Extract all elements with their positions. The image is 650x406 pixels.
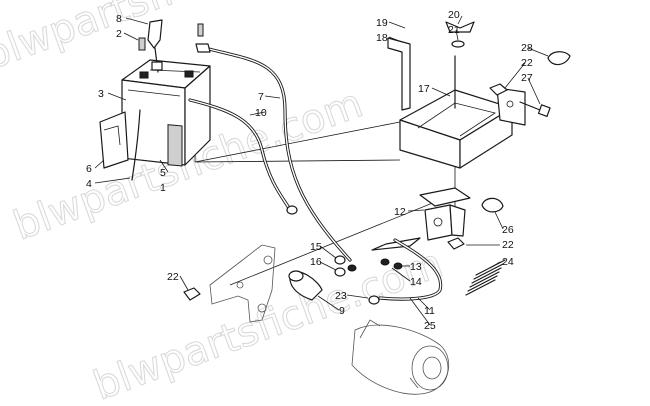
callout-16: 16: [310, 256, 322, 268]
callout-10: 10: [255, 107, 267, 119]
starter-bracket: [209, 244, 276, 323]
callout-11: 11: [424, 305, 435, 317]
callout-24: 24: [502, 256, 514, 268]
callout-26: 26: [502, 224, 514, 236]
callout-5: 5: [160, 167, 166, 179]
battery: [121, 59, 211, 167]
vent-tube: [131, 109, 141, 181]
nut-22-lower: [183, 287, 201, 301]
callout-20: 20: [448, 9, 460, 21]
watermark: blwpartsfiche.com blwpartsfiche.com blwp…: [0, 0, 449, 406]
terminal-screw: [197, 23, 204, 37]
callout-9: 9: [339, 305, 345, 317]
callout-15: 15: [310, 241, 322, 253]
callout-27: 27: [521, 72, 533, 84]
nut-22-mid: [447, 237, 465, 250]
callout-19: 19: [376, 17, 388, 29]
bolt-27: [519, 101, 551, 118]
nut-22-top: [489, 83, 508, 96]
callout-22-top: 22: [521, 57, 533, 69]
battery-bracket: [99, 111, 129, 169]
terminal-boot: [288, 270, 323, 301]
callout-21: 21: [448, 24, 460, 36]
wing-nut: [445, 21, 475, 109]
callout-2: 2: [116, 28, 122, 40]
callout-7: 7: [258, 91, 264, 103]
starter-cable: [378, 238, 443, 301]
battery-tray: [399, 87, 526, 169]
callout-23: 23: [335, 290, 347, 302]
screw-2: [138, 37, 146, 51]
leader-lines: [94, 15, 549, 326]
callout-28: 28: [521, 42, 533, 54]
terminal-hardware: [334, 237, 421, 277]
negative-cable: [188, 98, 298, 215]
callout-22-mid: 22: [502, 239, 514, 251]
positive-cable: [195, 43, 352, 262]
callout-labels: 8 2 3 6 4 5 1 7 10 19 20 18 21 28 22 27 …: [86, 9, 533, 332]
washer-23: [368, 295, 380, 305]
callout-1: 1: [160, 182, 166, 194]
callout-12: 12: [394, 206, 406, 218]
starter-solenoid: [419, 187, 471, 241]
callout-8: 8: [116, 13, 122, 25]
callout-14: 14: [410, 276, 422, 288]
callout-6: 6: [86, 163, 92, 175]
callout-4: 4: [86, 178, 92, 190]
callout-22-lower: 22: [167, 271, 179, 283]
terminal-cap: [147, 19, 163, 73]
callout-17: 17: [418, 83, 430, 95]
callout-13: 13: [410, 261, 422, 273]
callout-18: 18: [376, 32, 388, 44]
callout-3: 3: [98, 88, 104, 100]
callout-25: 25: [424, 320, 436, 332]
hold-down-strap: [387, 37, 411, 111]
snap-ring-26: [481, 197, 504, 213]
spring-24: [465, 259, 506, 296]
snap-ring-28: [547, 51, 571, 66]
starter-motor: [351, 319, 449, 395]
